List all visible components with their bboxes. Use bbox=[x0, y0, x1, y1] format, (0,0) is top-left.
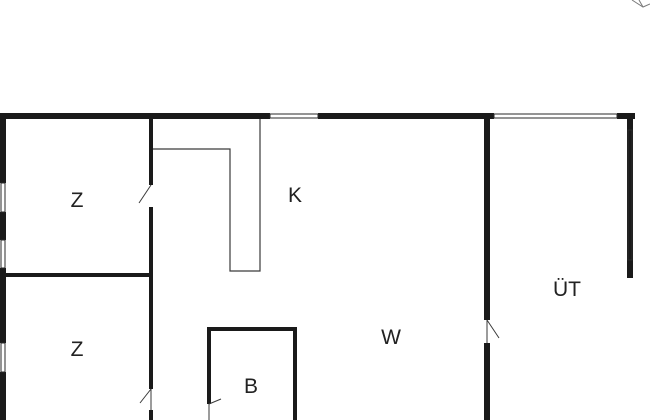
room-label-bedroom-top: Z bbox=[71, 189, 84, 212]
room-label-bathroom: B bbox=[244, 375, 258, 398]
door-bedroom-top bbox=[138, 184, 152, 204]
door-terrace bbox=[486, 319, 500, 343]
doors bbox=[138, 184, 500, 420]
room-label-living: W bbox=[381, 326, 401, 349]
exterior-walls bbox=[0, 113, 635, 420]
kitchen-counter bbox=[153, 119, 261, 272]
room-label-bedroom-bottom: Z bbox=[71, 338, 84, 361]
room-label-terrace: ÜT bbox=[553, 278, 581, 301]
door-bedroom-bottom bbox=[139, 388, 152, 410]
door-bathroom bbox=[208, 398, 222, 420]
room-label-kitchen: K bbox=[288, 184, 302, 207]
north-arrow-icon bbox=[631, 0, 650, 8]
windows bbox=[0, 113, 633, 373]
interior-walls bbox=[6, 119, 490, 420]
